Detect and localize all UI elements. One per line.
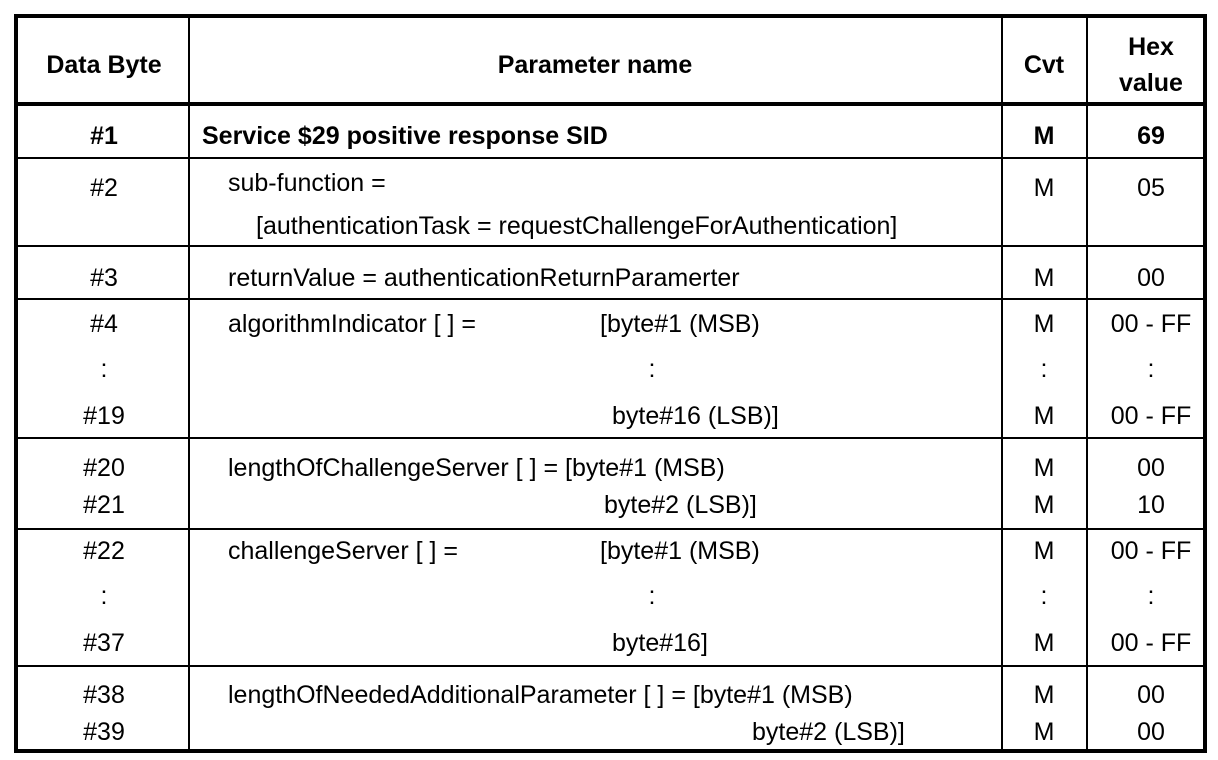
row3-param: returnValue = authenticationReturnParame… (228, 264, 740, 292)
row6-cvt-last: M (1033, 629, 1055, 657)
row6-hex-last: 00 - FF (1110, 629, 1192, 657)
row4-byte-first: #4 (90, 310, 118, 338)
row5-byte-first: #20 (83, 454, 125, 482)
row4-cvt-first: M (1033, 310, 1055, 338)
row6-param-first: [byte#1 (MSB) (600, 537, 760, 565)
row-divider (18, 665, 1203, 667)
row6-cvt-first: M (1033, 537, 1055, 565)
row1-byte: #1 (90, 122, 118, 150)
row6-param-name: challengeServer [ ] = (228, 537, 458, 565)
row5-param-first: lengthOfChallengeServer [ ] = [byte#1 (M… (228, 454, 725, 482)
row7-cvt-first: M (1033, 681, 1055, 709)
row6-param-last: byte#16] (612, 629, 708, 657)
row-divider (18, 528, 1203, 530)
column-divider (188, 18, 190, 749)
row6-hex-first: 00 - FF (1110, 537, 1192, 565)
response-message-table: Data Byte Parameter name Cvt Hex value #… (14, 14, 1207, 753)
row4-hex-first: 00 - FF (1110, 310, 1192, 338)
row5-cvt-last: M (1033, 491, 1055, 519)
row5-cvt-first: M (1033, 454, 1055, 482)
header-hex-line2: value (1119, 69, 1183, 97)
row5-hex-first: 00 (1137, 454, 1165, 482)
row4-param-last: byte#16 (LSB)] (612, 402, 779, 430)
row2-param-line2: [authenticationTask = requestChallengeFo… (256, 212, 898, 240)
row1-hex: 69 (1137, 122, 1165, 150)
row4-hex-ellipsis: : (1147, 355, 1155, 383)
row-divider (18, 437, 1203, 439)
row4-param-ellipsis: : (648, 355, 656, 383)
row1-param: Service $29 positive response SID (202, 122, 608, 150)
row7-param-first: lengthOfNeededAdditionalParameter [ ] = … (228, 681, 853, 709)
row7-hex-first: 00 (1137, 681, 1165, 709)
row6-byte-last: #37 (83, 629, 125, 657)
column-divider (1086, 18, 1088, 749)
row6-byte-ellipsis: : (100, 582, 108, 610)
row6-cvt-ellipsis: : (1040, 582, 1048, 610)
column-divider (1001, 18, 1003, 749)
row-divider (18, 298, 1203, 300)
row4-param-name: algorithmIndicator [ ] = (228, 310, 477, 338)
header-data-byte: Data Byte (46, 51, 162, 79)
row7-byte-first: #38 (83, 681, 125, 709)
row4-byte-last: #19 (83, 402, 125, 430)
row7-param-last: byte#2 (LSB)] (752, 718, 905, 746)
row3-byte: #3 (90, 264, 118, 292)
row5-byte-last: #21 (83, 491, 125, 519)
row4-hex-last: 00 - FF (1110, 402, 1192, 430)
row7-cvt-last: M (1033, 718, 1055, 746)
row5-hex-last: 10 (1137, 491, 1165, 519)
row2-hex: 05 (1137, 174, 1165, 202)
header-hex-line1: Hex (1128, 33, 1174, 61)
row-divider (18, 245, 1203, 247)
row6-byte-first: #22 (83, 537, 125, 565)
row1-cvt: M (1033, 122, 1055, 150)
header-parameter-name: Parameter name (497, 51, 693, 79)
row4-param-first: [byte#1 (MSB) (600, 310, 760, 338)
header-divider (18, 102, 1203, 106)
row6-param-ellipsis: : (648, 582, 656, 610)
row2-byte: #2 (90, 174, 118, 202)
row7-hex-last: 00 (1137, 718, 1165, 746)
row2-cvt: M (1033, 174, 1055, 202)
row4-cvt-last: M (1033, 402, 1055, 430)
row6-hex-ellipsis: : (1147, 582, 1155, 610)
row4-cvt-ellipsis: : (1040, 355, 1048, 383)
row7-byte-last: #39 (83, 718, 125, 746)
row3-hex: 00 (1137, 264, 1165, 292)
row2-param-line1: sub-function = (228, 169, 386, 197)
row5-param-last: byte#2 (LSB)] (604, 491, 757, 519)
header-cvt: Cvt (1023, 51, 1065, 79)
row-divider (18, 157, 1203, 159)
row4-byte-ellipsis: : (100, 355, 108, 383)
row3-cvt: M (1033, 264, 1055, 292)
